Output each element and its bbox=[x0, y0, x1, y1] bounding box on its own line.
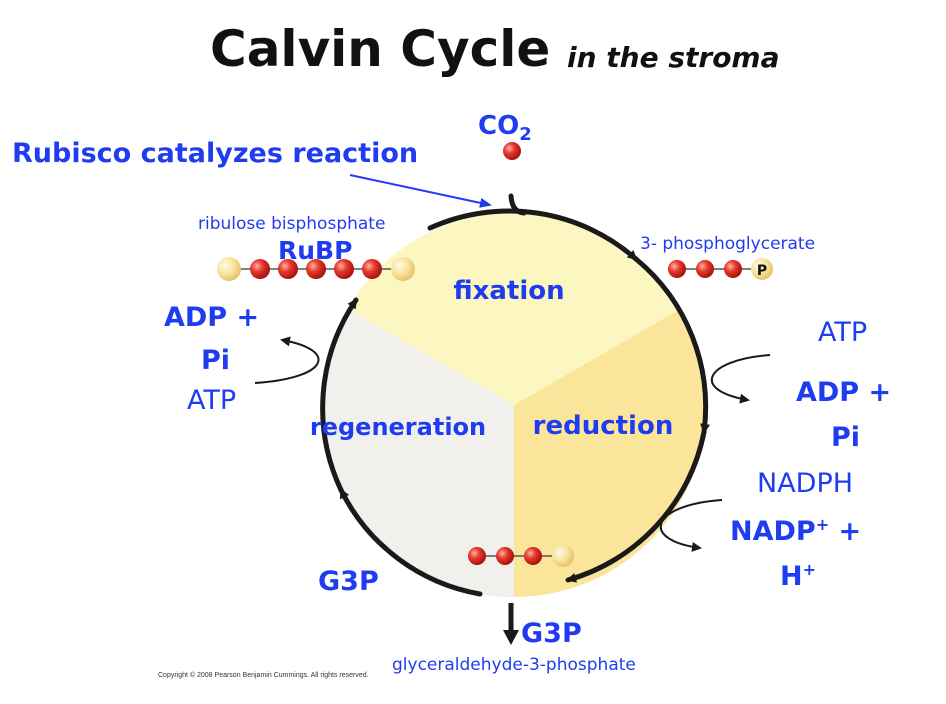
phosphate-symbol: P bbox=[757, 263, 767, 279]
page-title: Calvin Cycle bbox=[210, 20, 550, 78]
right-atp-arrow bbox=[711, 354, 771, 404]
cycle-arrow-left bbox=[320, 297, 359, 493]
right-atp-label: ATP bbox=[818, 317, 867, 348]
nadp-label: NADP+ + bbox=[730, 515, 861, 547]
page-subtitle: in the stroma bbox=[567, 41, 780, 74]
cycle-arrow-bottom-right bbox=[565, 429, 707, 583]
cycle-arrow-top bbox=[427, 208, 639, 262]
fixation-sector bbox=[347, 212, 681, 405]
pga-molecule: P bbox=[668, 258, 773, 280]
rubisco-label: Rubisco catalyzes reaction bbox=[12, 138, 418, 169]
g3p-full-name: glyceraldehyde-3-phosphate bbox=[392, 655, 636, 675]
regeneration-sector bbox=[321, 309, 514, 598]
cycle-arrows bbox=[320, 208, 710, 597]
phase-reduction: reduction bbox=[533, 411, 674, 441]
pga-carbon-ball bbox=[696, 260, 714, 278]
g3p-phosphate-ball bbox=[552, 545, 574, 567]
side-arrows bbox=[254, 336, 771, 552]
left-adp-label: ADP + bbox=[164, 302, 259, 333]
right-pi-label: Pi bbox=[831, 422, 860, 453]
rubp-carbon-ball bbox=[278, 259, 298, 279]
rubp-molecule bbox=[217, 257, 415, 281]
rubisco-arrow bbox=[349, 174, 492, 208]
g3p-carbon-ball bbox=[524, 547, 542, 565]
left-atp-arrow bbox=[254, 336, 320, 384]
right-nadph-arrow bbox=[659, 499, 723, 552]
cycle-arrow-bottom-left bbox=[338, 487, 483, 597]
co2-label: CO2 bbox=[478, 111, 532, 145]
right-adp-label: ADP + bbox=[796, 377, 891, 408]
rubp-full-name: ribulose bisphosphate bbox=[198, 214, 385, 234]
rubp-carbon-ball bbox=[334, 259, 354, 279]
g3p-carbon-ball bbox=[468, 547, 486, 565]
copyright-notice: Copyright © 2008 Pearson Benjamin Cummin… bbox=[158, 671, 369, 679]
co2-carbon-ball bbox=[503, 142, 521, 160]
rubp-carbon-ball bbox=[362, 259, 382, 279]
pga-phosphate-ball bbox=[751, 258, 773, 280]
rubp-phosphate-ball bbox=[217, 257, 241, 281]
left-pi-label: Pi bbox=[201, 345, 230, 376]
cycle-arrow-right bbox=[633, 256, 710, 435]
pga-carbon-ball bbox=[724, 260, 742, 278]
h-plus-label: H+ bbox=[780, 560, 816, 592]
phase-regeneration: regeneration bbox=[310, 413, 486, 441]
g3p-output-label: G3P bbox=[521, 618, 582, 649]
rubp-abbreviation: RuBP bbox=[278, 236, 352, 265]
g3p-molecule bbox=[468, 545, 574, 567]
co2-entry-arrow bbox=[508, 193, 527, 216]
left-atp-label: ATP bbox=[187, 385, 236, 416]
rubp-carbon-ball bbox=[250, 259, 270, 279]
rubp-carbon-ball bbox=[306, 259, 326, 279]
rubp-phosphate-ball bbox=[391, 257, 415, 281]
pga-carbon-ball bbox=[668, 260, 686, 278]
phase-fixation: fixation bbox=[453, 276, 564, 306]
g3p-left-label: G3P bbox=[318, 566, 379, 597]
g3p-exit-arrowhead bbox=[503, 630, 519, 645]
g3p-carbon-ball bbox=[496, 547, 514, 565]
pga-label: 3- phosphoglycerate bbox=[640, 234, 815, 254]
nadph-label: NADPH bbox=[757, 468, 853, 499]
